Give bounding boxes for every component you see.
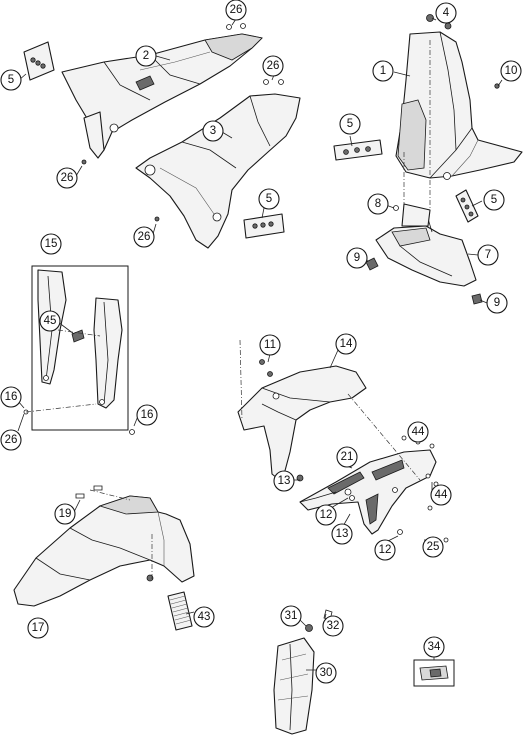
callout-5d: 5 [483, 189, 505, 211]
callout-31: 31 [280, 605, 302, 627]
callout-13b: 13 [331, 523, 353, 545]
front-fender [13, 485, 195, 607]
callout-34: 34 [423, 636, 445, 658]
callout-15: 15 [40, 233, 62, 255]
callout-9a: 9 [346, 247, 368, 269]
fork-brace [299, 449, 437, 535]
svg-text:4: 4 [443, 7, 450, 19]
svg-text:17: 17 [32, 622, 45, 634]
svg-text:45: 45 [44, 315, 57, 327]
decal-box [413, 659, 455, 687]
svg-text:34: 34 [428, 641, 441, 653]
callout-26d: 26 [133, 226, 155, 248]
callout-26b: 26 [262, 55, 284, 77]
callout-5b: 5 [258, 188, 280, 210]
svg-text:2: 2 [143, 50, 149, 62]
callout-4: 4 [435, 2, 457, 24]
svg-text:44: 44 [435, 489, 448, 501]
svg-text:8: 8 [375, 198, 381, 210]
svg-text:25: 25 [427, 541, 440, 553]
callout-11: 11 [259, 334, 281, 356]
callout-2: 2 [135, 45, 157, 67]
svg-text:26: 26 [230, 4, 243, 16]
callout-16a: 16 [0, 386, 22, 408]
svg-text:5: 5 [266, 193, 272, 205]
svg-text:9: 9 [494, 297, 500, 309]
svg-text:7: 7 [485, 249, 491, 261]
callout-26a: 26 [225, 0, 247, 21]
callout-25: 25 [422, 536, 444, 558]
callout-5c: 5 [339, 113, 361, 135]
callout-10: 10 [500, 60, 522, 82]
svg-text:10: 10 [505, 65, 518, 77]
svg-text:3: 3 [210, 125, 216, 137]
fork-protector-box [23, 265, 135, 435]
number-plate-base [365, 203, 483, 305]
svg-text:13: 13 [336, 528, 349, 540]
callout-30: 30 [315, 662, 337, 684]
callout-5a: 5 [0, 69, 22, 91]
svg-text:1: 1 [380, 65, 386, 77]
callout-26e: 26 [0, 429, 22, 451]
callout-44a: 44 [407, 421, 429, 443]
svg-text:5: 5 [8, 74, 14, 86]
fork-guard-bottom [273, 609, 333, 735]
callout-3: 3 [202, 120, 224, 142]
callout-32: 32 [322, 615, 344, 637]
front-fender-upper [237, 359, 367, 483]
fork-brace-hardware [296, 435, 449, 543]
svg-text:26: 26 [5, 434, 18, 446]
svg-text:16: 16 [5, 391, 18, 403]
callout-43: 43 [193, 606, 215, 628]
svg-text:15: 15 [45, 238, 58, 250]
svg-text:14: 14 [340, 338, 353, 350]
svg-text:16: 16 [141, 409, 154, 421]
callout-12b: 12 [374, 539, 396, 561]
svg-text:19: 19 [59, 508, 72, 520]
foam-strip [167, 591, 193, 631]
svg-text:9: 9 [354, 252, 360, 264]
callout-16b: 16 [136, 404, 158, 426]
callout-26c: 26 [56, 167, 78, 189]
callout-9b: 9 [486, 292, 508, 314]
callout-12a: 12 [315, 504, 337, 526]
svg-text:11: 11 [264, 339, 276, 351]
fastener-strip-upper-right [333, 139, 383, 161]
fastener-strip-lower-right [455, 189, 479, 223]
callout-17: 17 [27, 617, 49, 639]
callout-21: 21 [336, 446, 358, 468]
callout-45: 45 [39, 310, 61, 332]
fastener-strip-left [23, 41, 55, 81]
svg-text:31: 31 [285, 610, 298, 622]
screw-10 [393, 83, 500, 211]
callout-1: 1 [372, 60, 394, 82]
callout-8: 8 [367, 193, 389, 215]
svg-text:32: 32 [327, 620, 340, 632]
svg-text:44: 44 [412, 426, 425, 438]
svg-text:43: 43 [198, 611, 211, 623]
screws-26-upper [81, 23, 284, 222]
svg-text:12: 12 [320, 509, 333, 521]
side-panel-left [61, 33, 263, 159]
svg-text:5: 5 [347, 118, 353, 130]
callout-19: 19 [54, 503, 76, 525]
callout-44b: 44 [430, 484, 452, 506]
callout-14: 14 [335, 333, 357, 355]
callout-13a: 13 [273, 470, 295, 492]
svg-text:26: 26 [267, 60, 280, 72]
side-panel-right [135, 93, 301, 249]
fastener-strip-middle [243, 213, 285, 239]
svg-text:12: 12 [379, 544, 392, 556]
svg-text:30: 30 [320, 667, 333, 679]
headlight-mask [395, 14, 523, 180]
svg-text:21: 21 [341, 451, 354, 463]
svg-text:5: 5 [491, 194, 497, 206]
svg-text:13: 13 [278, 475, 291, 487]
svg-text:26: 26 [61, 172, 74, 184]
svg-text:26: 26 [138, 231, 151, 243]
callout-7: 7 [477, 244, 499, 266]
